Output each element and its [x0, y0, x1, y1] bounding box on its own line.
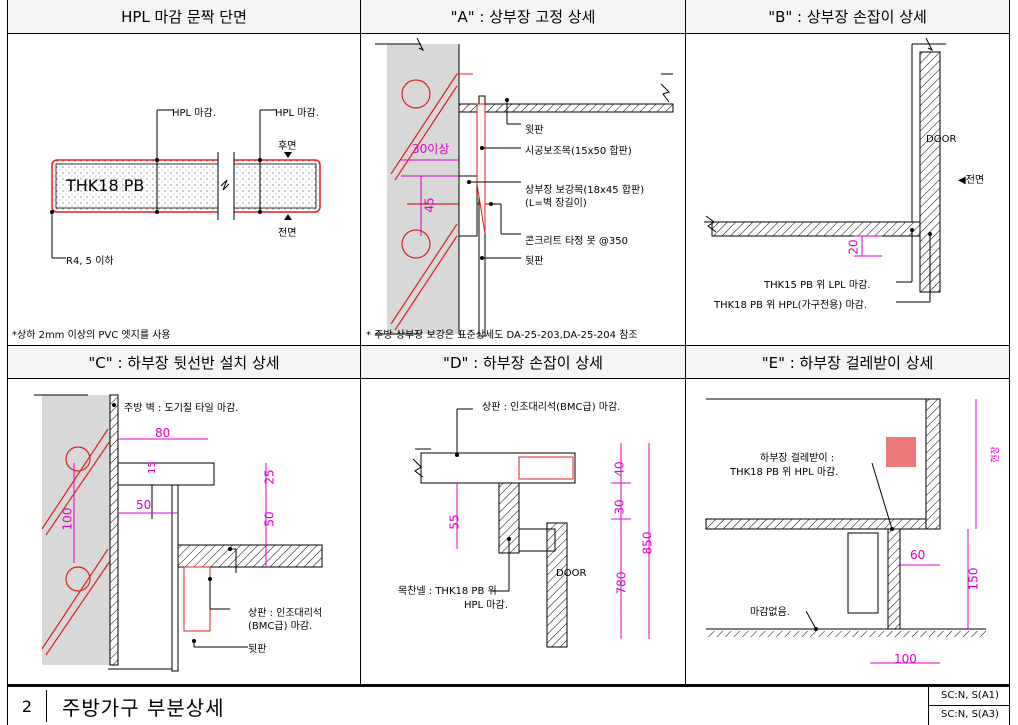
label-baseboard-hpl: THK18 PB 위 HPL 마감. — [730, 467, 839, 478]
label-wall-length: (L=벽 장길이) — [525, 198, 587, 209]
dim-55: 55 — [447, 514, 462, 530]
header-detail-b: "B" : 상부장 손잡이 상세 — [686, 0, 1009, 34]
label-concrete-nail: 콘크리트 타정 못 @350 — [525, 236, 629, 247]
scale-divider — [928, 705, 1009, 706]
detail-d-drawing — [412, 408, 650, 648]
detail-a-drawing — [375, 37, 674, 337]
label-wood-channel-hpl: HPL 마감. — [464, 600, 508, 611]
label-top-board: 윗판 — [525, 125, 544, 136]
label-hpl-finish-1: HPL 마감. — [172, 108, 216, 119]
sheet-frame — [7, 0, 1010, 725]
detail-e-drawing — [705, 398, 986, 664]
dim-30: 30이상 — [412, 142, 450, 156]
label-back-board: 뒷판 — [525, 256, 544, 267]
label-baseboard: 하부장 걸레받이 : — [760, 453, 835, 464]
dim-80: 80 — [155, 426, 171, 440]
label-door-d: DOOR — [556, 568, 587, 579]
dim-40: 40 — [612, 461, 627, 477]
label-countertop-d: 상판 : 인조대리석(BMC급) 마감. — [482, 402, 621, 413]
label-back-board-c: 뒷판 — [248, 644, 267, 655]
dim-45: 45 — [422, 197, 437, 213]
scale-divider — [928, 687, 929, 725]
label-door-b: DOOR — [926, 134, 957, 145]
note-standard-detail: * 주방 상부장 보강은 표준상세도 DA-25-203,DA-25-204 참… — [366, 330, 638, 341]
dim-100: 100 — [60, 507, 75, 531]
header-detail-a: "A" : 상부장 고정 상세 — [361, 0, 685, 34]
dim-100-e: 100 — [894, 652, 917, 666]
label-thk18-hpl: THK18 PB 위 HPL(가구전용) 마감. — [714, 300, 868, 311]
grid-divider — [360, 0, 361, 686]
dim-50-c2: 50 — [262, 511, 277, 527]
sheet-number: 2 — [8, 690, 47, 722]
label-wood-channel: 목찬넬 : THK18 PB 위 — [398, 586, 497, 597]
label-site: 현장 — [990, 446, 1001, 463]
dim-25: 25 — [262, 469, 277, 485]
note-pvc-edge: *상하 2mm 이상의 PVC 엣지를 사용 — [12, 330, 171, 341]
label-countertop-c-bmc: (BMC급) 마감. — [248, 621, 313, 632]
detail-b-drawing — [704, 37, 946, 303]
label-thk15-lpl: THK15 PB 위 LPL 마감. — [764, 280, 871, 291]
dim-30: 30 — [612, 499, 627, 515]
header-detail-c: "C" : 하부장 뒷선반 설치 상세 — [8, 345, 360, 379]
dim-20: 20 — [846, 239, 861, 255]
dim-780: 780 — [614, 571, 629, 595]
label-reinforce-wood: 상부장 보강목(18x45 합판) — [525, 185, 645, 196]
label-hpl-finish-2: HPL 마감. — [275, 108, 319, 119]
hpl-door-section-drawing — [50, 109, 321, 259]
label-kitchen-wall: 주방 벽 : 도기질 타일 마감. — [124, 403, 239, 414]
label-front: 전면 — [278, 228, 297, 239]
dim-150: 150 — [966, 567, 981, 591]
dim-850: 850 — [640, 531, 655, 555]
label-front-b: ◀전면 — [958, 175, 985, 186]
label-rear: 후면 — [278, 141, 297, 152]
scale-a3: SC:N, S(A3) — [941, 709, 999, 720]
label-no-finish: 마감없음. — [750, 607, 790, 618]
dim-60: 60 — [910, 548, 926, 562]
dim-15: 15 — [146, 461, 158, 474]
label-countertop-c: 상판 : 인조대리석 — [248, 608, 323, 619]
header-hpl-door-section: HPL 마감 문짝 단면 — [8, 0, 360, 34]
header-detail-e: "E" : 하부장 걸레받이 상세 — [686, 345, 1009, 379]
grid-divider — [685, 0, 686, 686]
dim-50-c: 50 — [136, 498, 152, 512]
sheet-title: 주방가구 부분상세 — [62, 695, 225, 720]
footer-rule — [8, 684, 1009, 687]
label-board-thk18: THK18 PB — [66, 176, 145, 195]
scale-a1: SC:N, S(A1) — [941, 690, 999, 701]
label-aux-wood: 시공보조목(15x50 합판) — [525, 146, 632, 157]
header-detail-d: "D" : 하부장 손잡이 상세 — [361, 345, 685, 379]
label-radius: R4, 5 이하 — [66, 256, 114, 267]
detail-c-drawing — [34, 394, 323, 672]
